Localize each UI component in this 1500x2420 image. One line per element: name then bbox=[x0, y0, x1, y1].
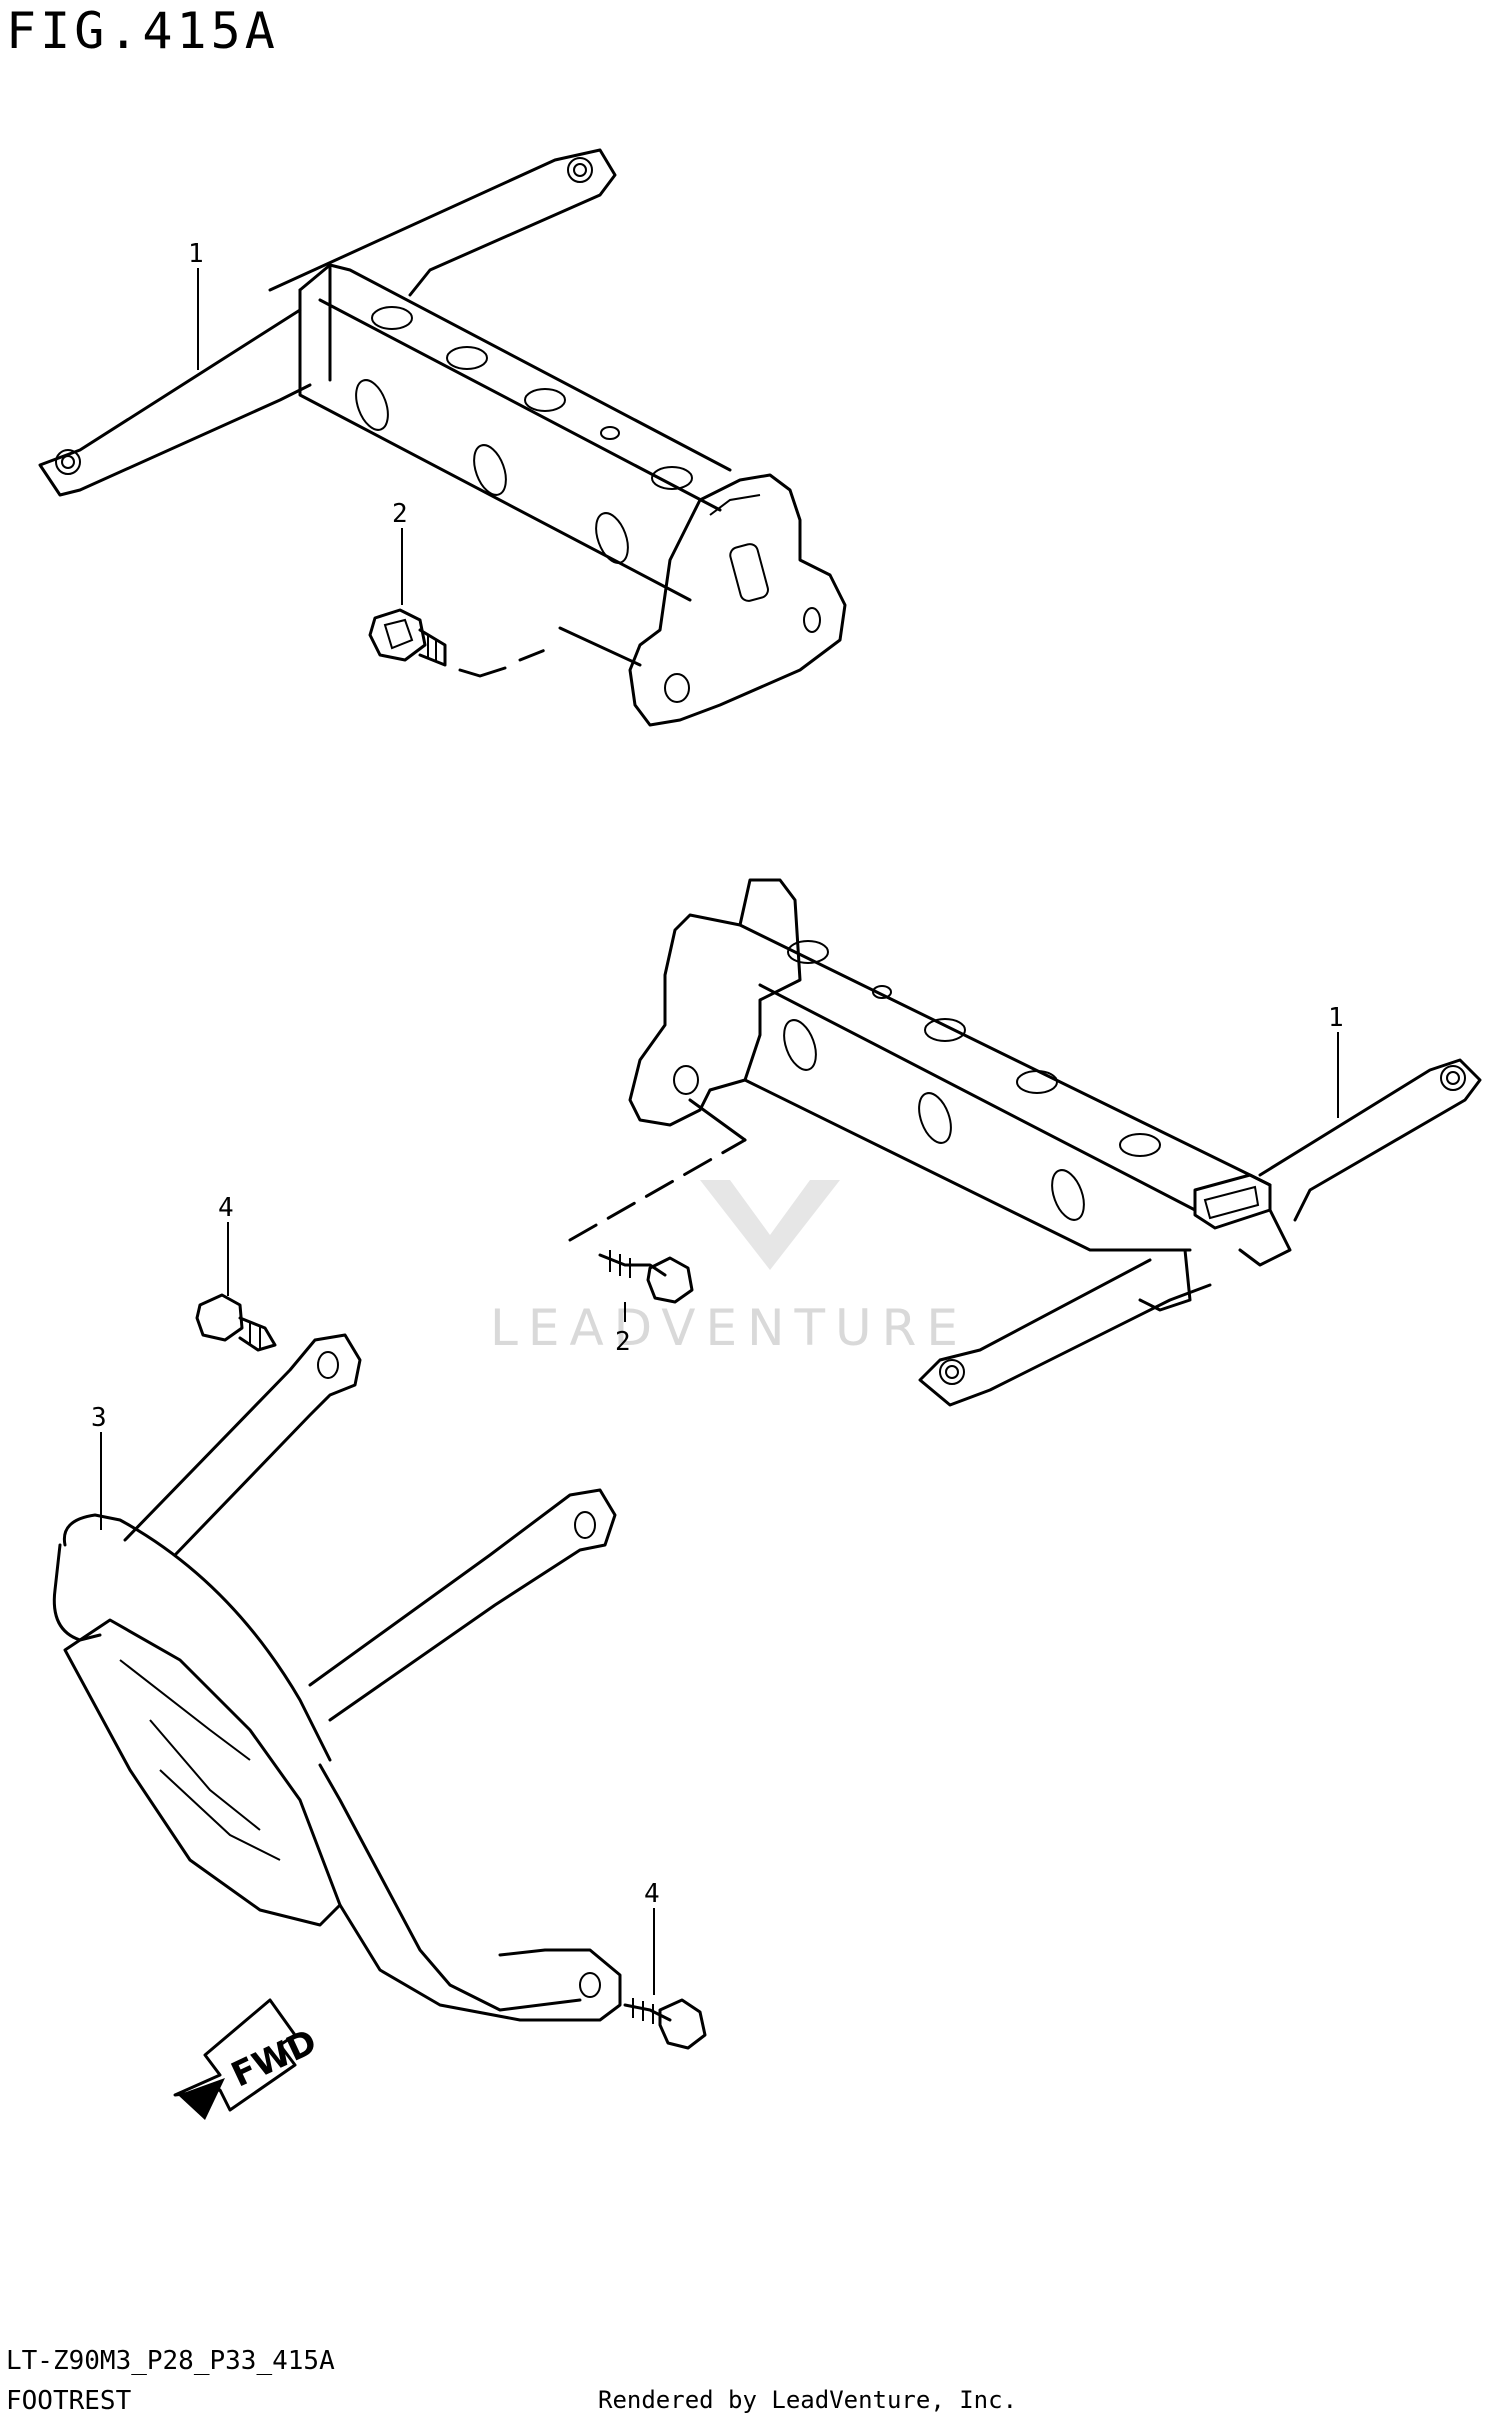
fwd-label: FWD bbox=[225, 2022, 323, 2096]
callout-leaders bbox=[100, 268, 1339, 1995]
lower-guard-bolt bbox=[623, 1998, 707, 2050]
upper-footrest-bracket bbox=[38, 148, 847, 727]
figure-title: FIG.415A bbox=[6, 2, 279, 60]
watermark-text: LEADVENTURE bbox=[490, 1299, 968, 1357]
leadventure-watermark: LEADVENTURE bbox=[490, 1180, 968, 1357]
callout-2-lower: 2 bbox=[615, 1327, 631, 1357]
callout-4-upper: 4 bbox=[218, 1193, 234, 1223]
upper-guard-bolt bbox=[195, 1293, 277, 1352]
callout-1-upper: 1 bbox=[188, 239, 204, 269]
callout-3: 3 bbox=[91, 1403, 107, 1433]
callout-1-lower: 1 bbox=[1328, 1003, 1344, 1033]
upper-flange-bolt bbox=[368, 608, 642, 678]
render-credit: Rendered by LeadVenture, Inc. bbox=[598, 2386, 1018, 2414]
callout-4-lower: 4 bbox=[644, 1879, 660, 1909]
footrest-guard bbox=[52, 1333, 622, 2022]
model-code: LT-Z90M3_P28_P33_415A bbox=[6, 2346, 335, 2376]
lower-flange-bolt bbox=[568, 1098, 747, 1304]
lower-footrest-bracket bbox=[628, 878, 1482, 1407]
callout-2-upper: 2 bbox=[392, 499, 408, 529]
fwd-direction-arrow: FWD bbox=[173, 1998, 323, 2120]
section-name: FOOTREST bbox=[6, 2386, 132, 2416]
